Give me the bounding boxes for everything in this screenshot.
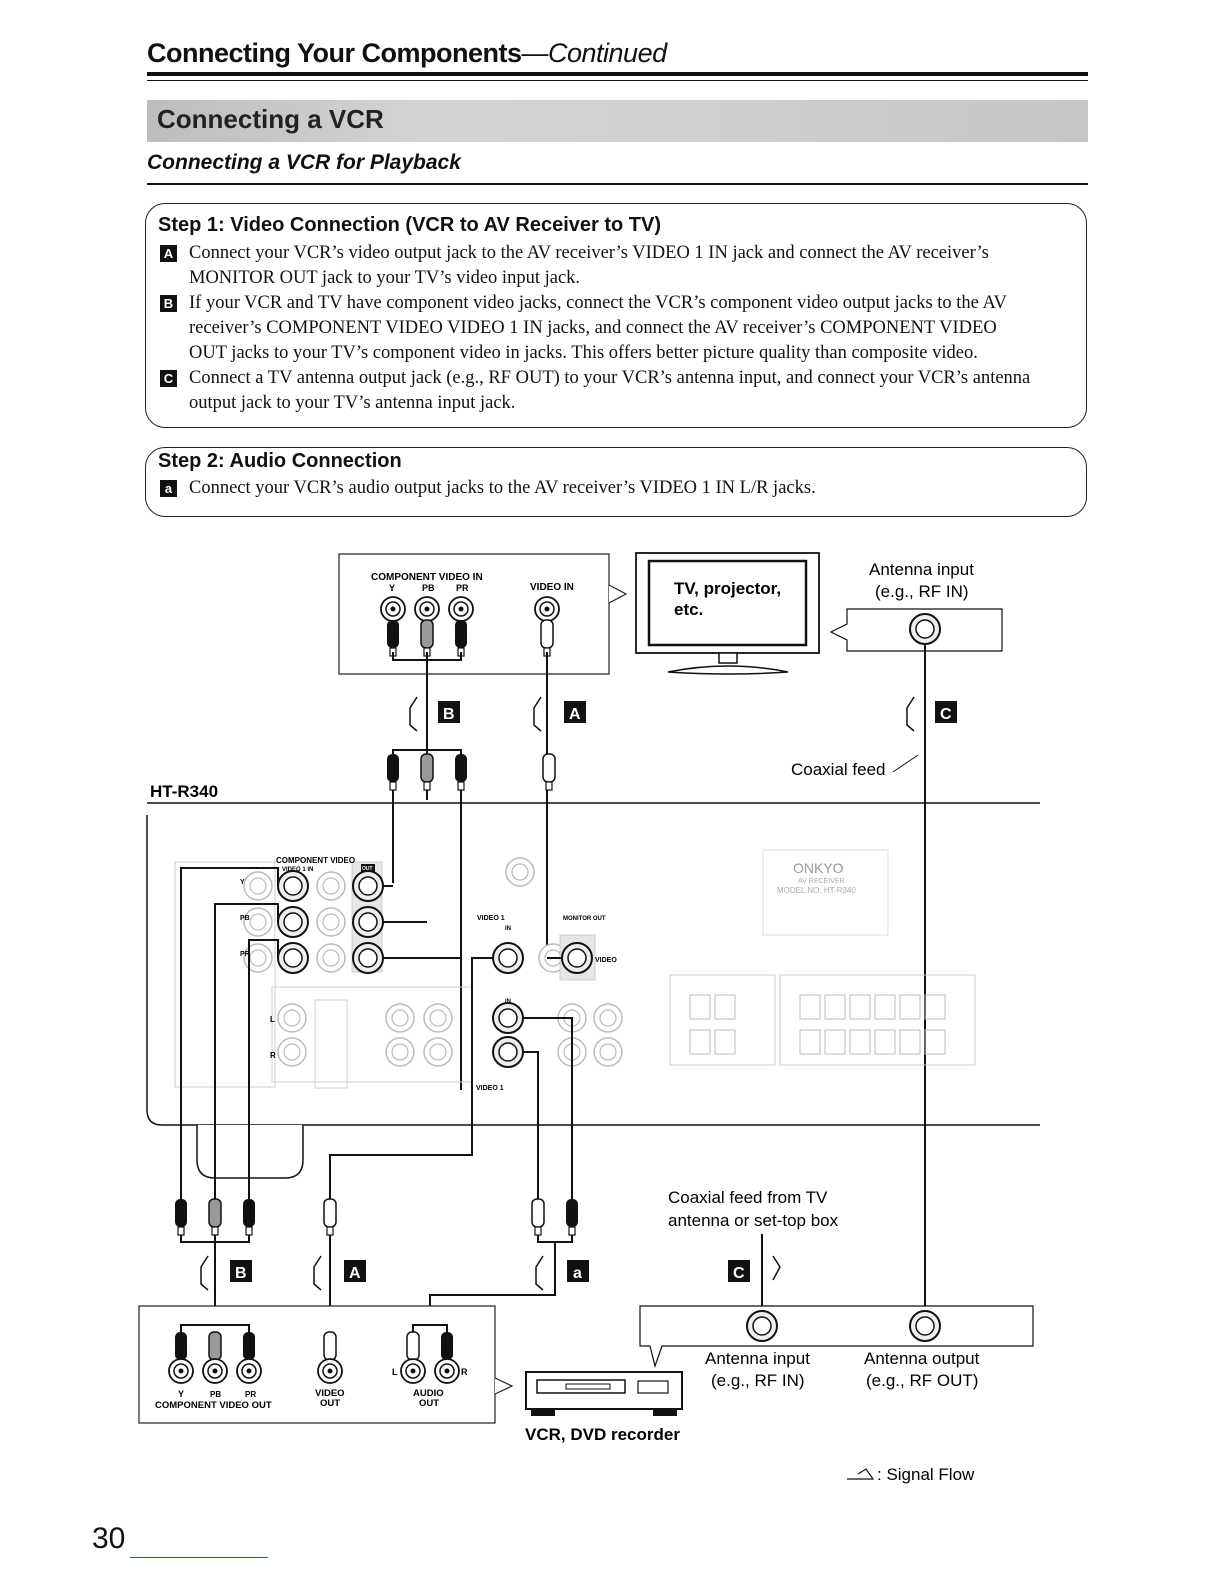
badge-a-bottom: a bbox=[573, 1265, 582, 1282]
coaxial-feed-label: Coaxial feed bbox=[791, 760, 886, 779]
vcr-antenna-in-2: (e.g., RF IN) bbox=[711, 1371, 805, 1390]
tv-label-1: TV, projector, bbox=[674, 579, 781, 598]
section-title: Connecting a VCR bbox=[157, 104, 384, 134]
vcr-antenna-in-1: Antenna input bbox=[705, 1349, 810, 1368]
brand-model: MODEL NO. HT-R340 bbox=[777, 886, 856, 895]
rcv-out: OUT bbox=[362, 866, 373, 872]
step1-item-c: C Connect a TV antenna output jack (e.g.… bbox=[158, 366, 1073, 416]
step1-item-b-line1: If your VCR and TV have component video … bbox=[189, 293, 1007, 313]
tv-comp-pb: PB bbox=[422, 583, 435, 593]
badge-a: a bbox=[160, 480, 177, 497]
vcr-label: VCR, DVD recorder bbox=[525, 1425, 680, 1444]
vcr-output-panel: Y PB PR COMPONENT VIDEO OUT VIDEO OUT L … bbox=[138, 1305, 514, 1424]
step1-item-b-line2: receiver’s COMPONENT VIDEO VIDEO 1 IN ja… bbox=[189, 318, 997, 338]
tv-antenna-label-1: Antenna input bbox=[869, 560, 974, 579]
vcr-video-out-2: OUT bbox=[320, 1398, 340, 1409]
rcv-l: L bbox=[270, 1015, 275, 1024]
tv-video-in-label: VIDEO IN bbox=[530, 582, 574, 593]
receiver-model-label: HT-R340 bbox=[150, 782, 218, 801]
tv-antenna-panel: Antenna input (e.g., RF IN) bbox=[829, 560, 1003, 1322]
plugs-above-receiver bbox=[386, 749, 556, 1090]
badge-B-top: B bbox=[443, 706, 455, 723]
page-number-rule bbox=[130, 1557, 268, 1558]
vcr-comp-pr: PR bbox=[245, 1390, 256, 1399]
vcr-audio-out-1: AUDIO bbox=[413, 1388, 444, 1399]
step2-title: Step 2: Audio Connection bbox=[158, 450, 402, 472]
rcv-y: Y bbox=[240, 879, 245, 886]
vcr-comp-pb: PB bbox=[210, 1390, 221, 1399]
vcr-antenna-out-1: Antenna output bbox=[864, 1349, 980, 1368]
rcv-video1-bottom: VIDEO 1 bbox=[476, 1085, 504, 1092]
rcv-video1: VIDEO 1 bbox=[477, 915, 505, 922]
receiver-back-panel: HT-R340 bbox=[146, 782, 1040, 1179]
coax-tv-label-1: Coaxial feed from TV bbox=[668, 1188, 828, 1207]
signal-flow-icon bbox=[847, 1468, 875, 1480]
vcr-audio-r: R bbox=[461, 1367, 468, 1377]
vcr-component-out: COMPONENT VIDEO OUT bbox=[155, 1400, 272, 1411]
vcr-audio-l: L bbox=[392, 1367, 398, 1377]
brand-name: ONKYO bbox=[793, 860, 844, 876]
badge-B: B bbox=[160, 295, 177, 312]
tv-component-label: COMPONENT VIDEO IN bbox=[371, 572, 483, 583]
tv-input-panel: COMPONENT VIDEO IN Y PB PR VIDEO IN bbox=[338, 553, 628, 960]
step1-item-b: B If your VCR and TV have component vide… bbox=[158, 291, 1073, 366]
rcv-in: IN bbox=[505, 926, 511, 932]
rcv-video: VIDEO bbox=[595, 957, 617, 964]
tv-icon: TV, projector, etc. bbox=[635, 552, 820, 675]
step1-item-a: A Connect your VCR’s video output jack t… bbox=[158, 241, 1073, 291]
vcr-video-out-1: VIDEO bbox=[315, 1388, 345, 1399]
vcr-comp-y: Y bbox=[178, 1389, 184, 1399]
badge-C-bottom: C bbox=[733, 1265, 745, 1282]
rcv-component-video: COMPONENT VIDEO bbox=[276, 856, 355, 865]
step1-title: Step 1: Video Connection (VCR to AV Rece… bbox=[158, 214, 662, 236]
badge-A: A bbox=[160, 245, 177, 262]
badge-A-bottom: A bbox=[349, 1265, 361, 1282]
tv-label-2: etc. bbox=[674, 600, 703, 619]
signal-flow-label: : Signal Flow bbox=[877, 1465, 975, 1484]
step1-item-c-line1: Connect a TV antenna output jack (e.g., … bbox=[189, 368, 1031, 388]
rcv-video1-in-small: VIDEO 1 IN bbox=[282, 867, 313, 873]
arrow-badges-top: B A C bbox=[409, 696, 957, 732]
arrow-badges-bottom: B A a C bbox=[200, 1255, 781, 1291]
badge-B-bottom: B bbox=[235, 1265, 247, 1282]
badge-C: C bbox=[160, 370, 177, 387]
page-header: Connecting Your Components—Continued bbox=[147, 38, 667, 69]
subsection-rule bbox=[147, 183, 1088, 185]
signal-flow-legend: : Signal Flow bbox=[847, 1465, 975, 1484]
step1-box bbox=[145, 203, 1087, 428]
step2-item-a-line1: Connect your VCR’s audio output jacks to… bbox=[189, 478, 816, 498]
tv-comp-pr: PR bbox=[456, 583, 469, 593]
header-rule bbox=[147, 72, 1088, 76]
step1-item-a-line1: Connect your VCR’s video output jack to … bbox=[189, 243, 989, 263]
header-title-suffix: —Continued bbox=[521, 38, 668, 68]
vcr-audio-out-2: OUT bbox=[419, 1398, 439, 1409]
vcr-icon: VCR, DVD recorder bbox=[525, 1371, 683, 1444]
header-rule-thin bbox=[147, 80, 1088, 81]
step1-item-c-line2: output jack to your TV’s antenna input j… bbox=[189, 393, 516, 413]
rcv-pb: PB bbox=[240, 915, 250, 922]
section-band: Connecting a VCR bbox=[147, 100, 1088, 142]
vcr-antenna-out-2: (e.g., RF OUT) bbox=[866, 1371, 978, 1390]
receiver-wiring bbox=[180, 867, 573, 1200]
step2-item-a: a Connect your VCR’s audio output jacks … bbox=[158, 476, 1104, 501]
badge-A-top: A bbox=[569, 706, 581, 723]
tv-antenna-label-2: (e.g., RF IN) bbox=[875, 582, 969, 601]
brand-sub: AV RECEIVER bbox=[798, 878, 845, 885]
header-title: Connecting Your Components bbox=[147, 38, 522, 68]
page-number: 30 bbox=[92, 1522, 126, 1555]
step1-item-a-line2: MONITOR OUT jack to your TV’s video inpu… bbox=[189, 268, 581, 288]
step2-box bbox=[145, 447, 1087, 517]
coax-tv-label-2: antenna or set-top box bbox=[668, 1211, 839, 1230]
step1-item-b-line3: OUT jacks to your TV’s component video i… bbox=[189, 343, 978, 363]
subsection-title: Connecting a VCR for Playback bbox=[147, 151, 461, 174]
tv-comp-y: Y bbox=[389, 583, 395, 593]
step1-items: A Connect your VCR’s video output jack t… bbox=[158, 241, 1073, 416]
vcr-antenna-panel: Antenna input (e.g., RF IN) Antenna outp… bbox=[639, 1305, 1034, 1390]
rcv-monitor-out: MONITOR OUT bbox=[563, 916, 606, 922]
rcv-r: R bbox=[270, 1051, 276, 1060]
rcv-pr: PR bbox=[240, 951, 250, 958]
badge-C-top: C bbox=[940, 706, 952, 723]
